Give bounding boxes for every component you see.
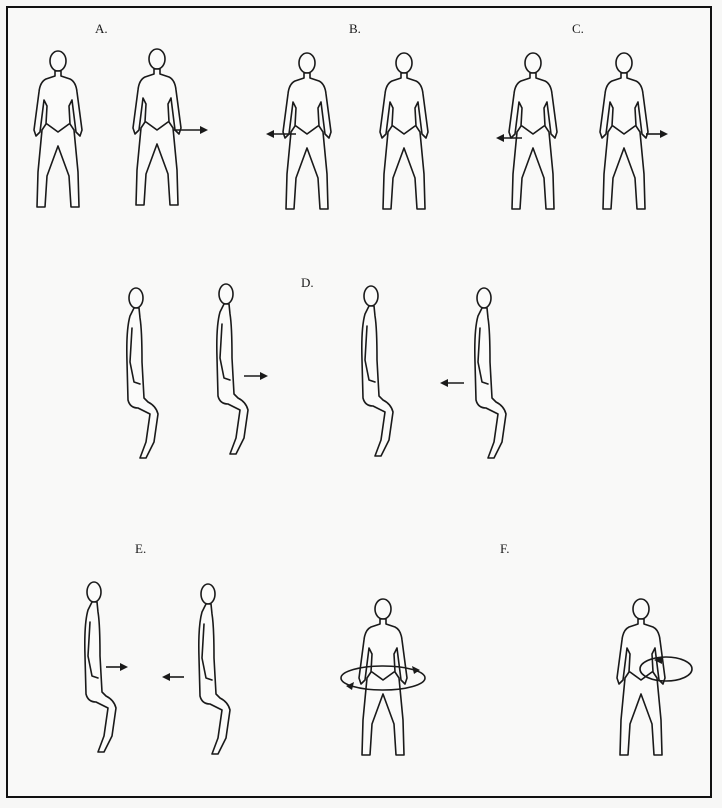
seated-figure-front-icon — [509, 53, 557, 209]
panel-label-e: E. — [135, 541, 146, 556]
panel-label-d: D. — [301, 275, 314, 290]
panel-f — [341, 599, 692, 755]
arrow-icon — [646, 130, 668, 138]
panel-a — [34, 49, 208, 207]
panel-b — [266, 53, 428, 209]
panel-e — [85, 582, 230, 754]
seated-figure-front-icon — [359, 599, 407, 755]
seated-figure-side-icon — [127, 288, 158, 458]
seated-figure-side-icon — [199, 584, 230, 754]
seated-figure-side-icon — [475, 288, 506, 458]
arrow-icon — [440, 379, 464, 387]
panel-label-b: B. — [349, 21, 361, 36]
seated-figure-front-icon — [617, 599, 665, 755]
seated-figure-front-icon — [133, 49, 181, 205]
panel-d — [127, 284, 506, 458]
panel-label-c: C. — [572, 21, 584, 36]
arrow-icon — [244, 372, 268, 380]
seated-figure-front-icon — [283, 53, 331, 209]
arrow-icon — [106, 663, 128, 671]
arrow-icon — [162, 673, 184, 681]
panel-c — [496, 53, 668, 209]
panel-label-a: A. — [95, 21, 108, 36]
seated-figure-front-icon — [380, 53, 428, 209]
seated-figure-side-icon — [362, 286, 393, 456]
seated-figure-front-icon — [34, 51, 82, 207]
seated-figure-front-icon — [600, 53, 648, 209]
panel-label-f: F. — [500, 541, 509, 556]
seated-figure-side-icon — [217, 284, 248, 454]
